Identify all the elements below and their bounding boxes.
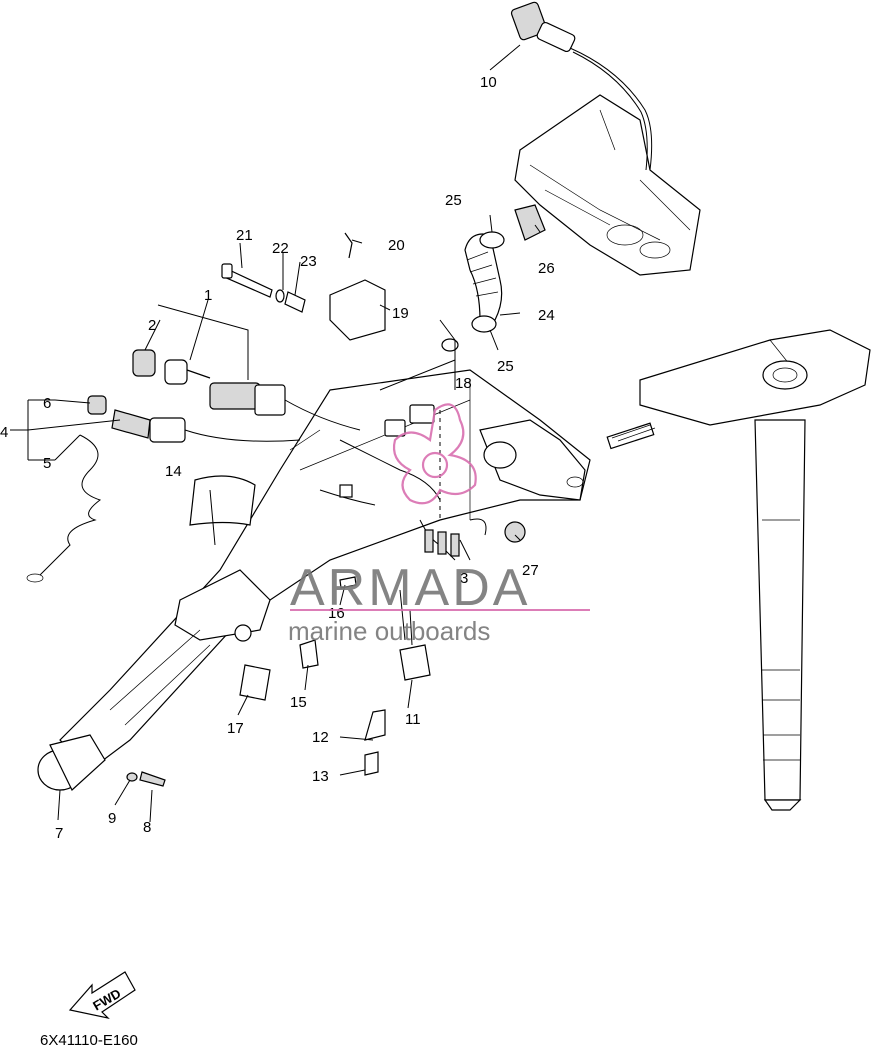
bolt-13 [364, 751, 379, 776]
callout-7: 7 [55, 825, 63, 842]
screw-20 [344, 232, 353, 259]
steering-handle-body [59, 369, 591, 771]
clip-18 [441, 338, 459, 352]
fwd-arrow-icon: FWD [68, 971, 136, 1020]
callout-26: 26 [538, 260, 555, 277]
callout-5: 5 [43, 455, 51, 472]
callout-23: 23 [300, 253, 317, 270]
callout-3: 3 [460, 570, 468, 587]
callout-19: 19 [392, 305, 409, 322]
washer-22 [275, 289, 285, 303]
diagram-code: 6X41110-E160 [40, 1032, 138, 1047]
mounting-bracket [514, 94, 701, 276]
grommet-24 [464, 233, 503, 321]
cable-10 [510, 1, 653, 171]
callout-12: 12 [312, 729, 329, 746]
callout-labels: 1 2 3 4 5 6 7 8 9 10 11 12 13 14 15 16 1… [0, 74, 555, 842]
callout-15: 15 [290, 694, 307, 711]
callout-11: 11 [405, 711, 421, 728]
collar-23 [284, 291, 306, 313]
watermark-brand: ARMADA [290, 559, 530, 617]
stop-switch [26, 395, 301, 583]
nut-27 [504, 521, 526, 543]
callout-10: 10 [480, 74, 497, 91]
callout-22: 22 [272, 240, 289, 257]
callout-14: 14 [165, 463, 182, 480]
holder-26 [514, 204, 546, 241]
callout-18: 18 [455, 375, 472, 392]
callout-13: 13 [312, 768, 329, 785]
callout-20: 20 [388, 237, 405, 254]
watermark-tagline: marine outboards [288, 616, 490, 646]
callout-25a: 25 [445, 192, 462, 209]
leader-lines [10, 44, 541, 823]
callout-8: 8 [143, 819, 151, 836]
steering-shaft [606, 329, 871, 811]
wire-harness [319, 404, 487, 561]
clamp-25a [479, 231, 505, 249]
bolt-21 [221, 263, 273, 298]
watermark-logo-icon [392, 403, 477, 505]
holder-17 [239, 664, 271, 701]
bracket-12 [364, 709, 386, 741]
clamp-25b [471, 315, 497, 333]
callout-21: 21 [236, 227, 253, 244]
callout-4: 4 [0, 424, 8, 441]
holder-19 [329, 279, 386, 341]
grip-end-7 [37, 734, 166, 791]
callout-27: 27 [522, 562, 539, 579]
clip-15 [299, 639, 319, 669]
key-switch [132, 349, 361, 431]
callout-9: 9 [108, 810, 116, 827]
callout-24: 24 [538, 307, 555, 324]
sensor-11 [399, 644, 431, 681]
callout-17: 17 [227, 720, 244, 737]
callout-2: 2 [148, 317, 156, 334]
callout-1: 1 [204, 287, 212, 304]
callout-25b: 25 [497, 358, 514, 375]
callout-6: 6 [43, 395, 51, 412]
screw-16 [339, 576, 357, 589]
cover-14 [189, 475, 256, 526]
watermark: ARMADA marine outboards [288, 403, 590, 646]
